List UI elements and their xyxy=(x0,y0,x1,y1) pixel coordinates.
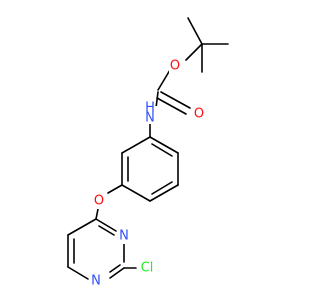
bond xyxy=(157,69,171,91)
bond xyxy=(67,218,97,236)
bond xyxy=(155,91,159,109)
bond xyxy=(121,136,151,154)
atom-labels: O O H N O N N Cl xyxy=(90,58,205,289)
bond xyxy=(109,267,125,279)
bond xyxy=(109,264,121,273)
atom-nh-n: N xyxy=(145,111,155,126)
bond xyxy=(156,97,187,115)
bond xyxy=(149,184,179,202)
bond xyxy=(149,136,179,154)
bond xyxy=(98,225,115,236)
pyrimidine-ring xyxy=(67,218,125,280)
bond xyxy=(187,17,203,45)
molecule-diagram: O O H N O N N Cl xyxy=(67,17,229,289)
atom-n-ring-a: N xyxy=(119,229,129,244)
atom-o-carbonyl: O xyxy=(194,107,204,122)
bond xyxy=(151,143,173,157)
benzene-ring xyxy=(121,136,179,202)
atom-n-ring-b: N xyxy=(91,274,101,289)
atom-nh-h: H xyxy=(145,101,155,116)
atom-cl: Cl xyxy=(141,261,154,276)
carbamate-group xyxy=(155,69,191,115)
atom-o-ether: O xyxy=(94,194,104,209)
bond xyxy=(95,218,117,232)
bond xyxy=(95,208,99,220)
bond xyxy=(121,184,151,202)
bond xyxy=(160,91,191,109)
bond xyxy=(107,184,123,194)
bond xyxy=(67,266,89,280)
tert-butyl-group xyxy=(185,17,229,73)
atom-o-ester: O xyxy=(170,59,180,74)
bond xyxy=(151,181,173,195)
bond xyxy=(185,43,203,61)
